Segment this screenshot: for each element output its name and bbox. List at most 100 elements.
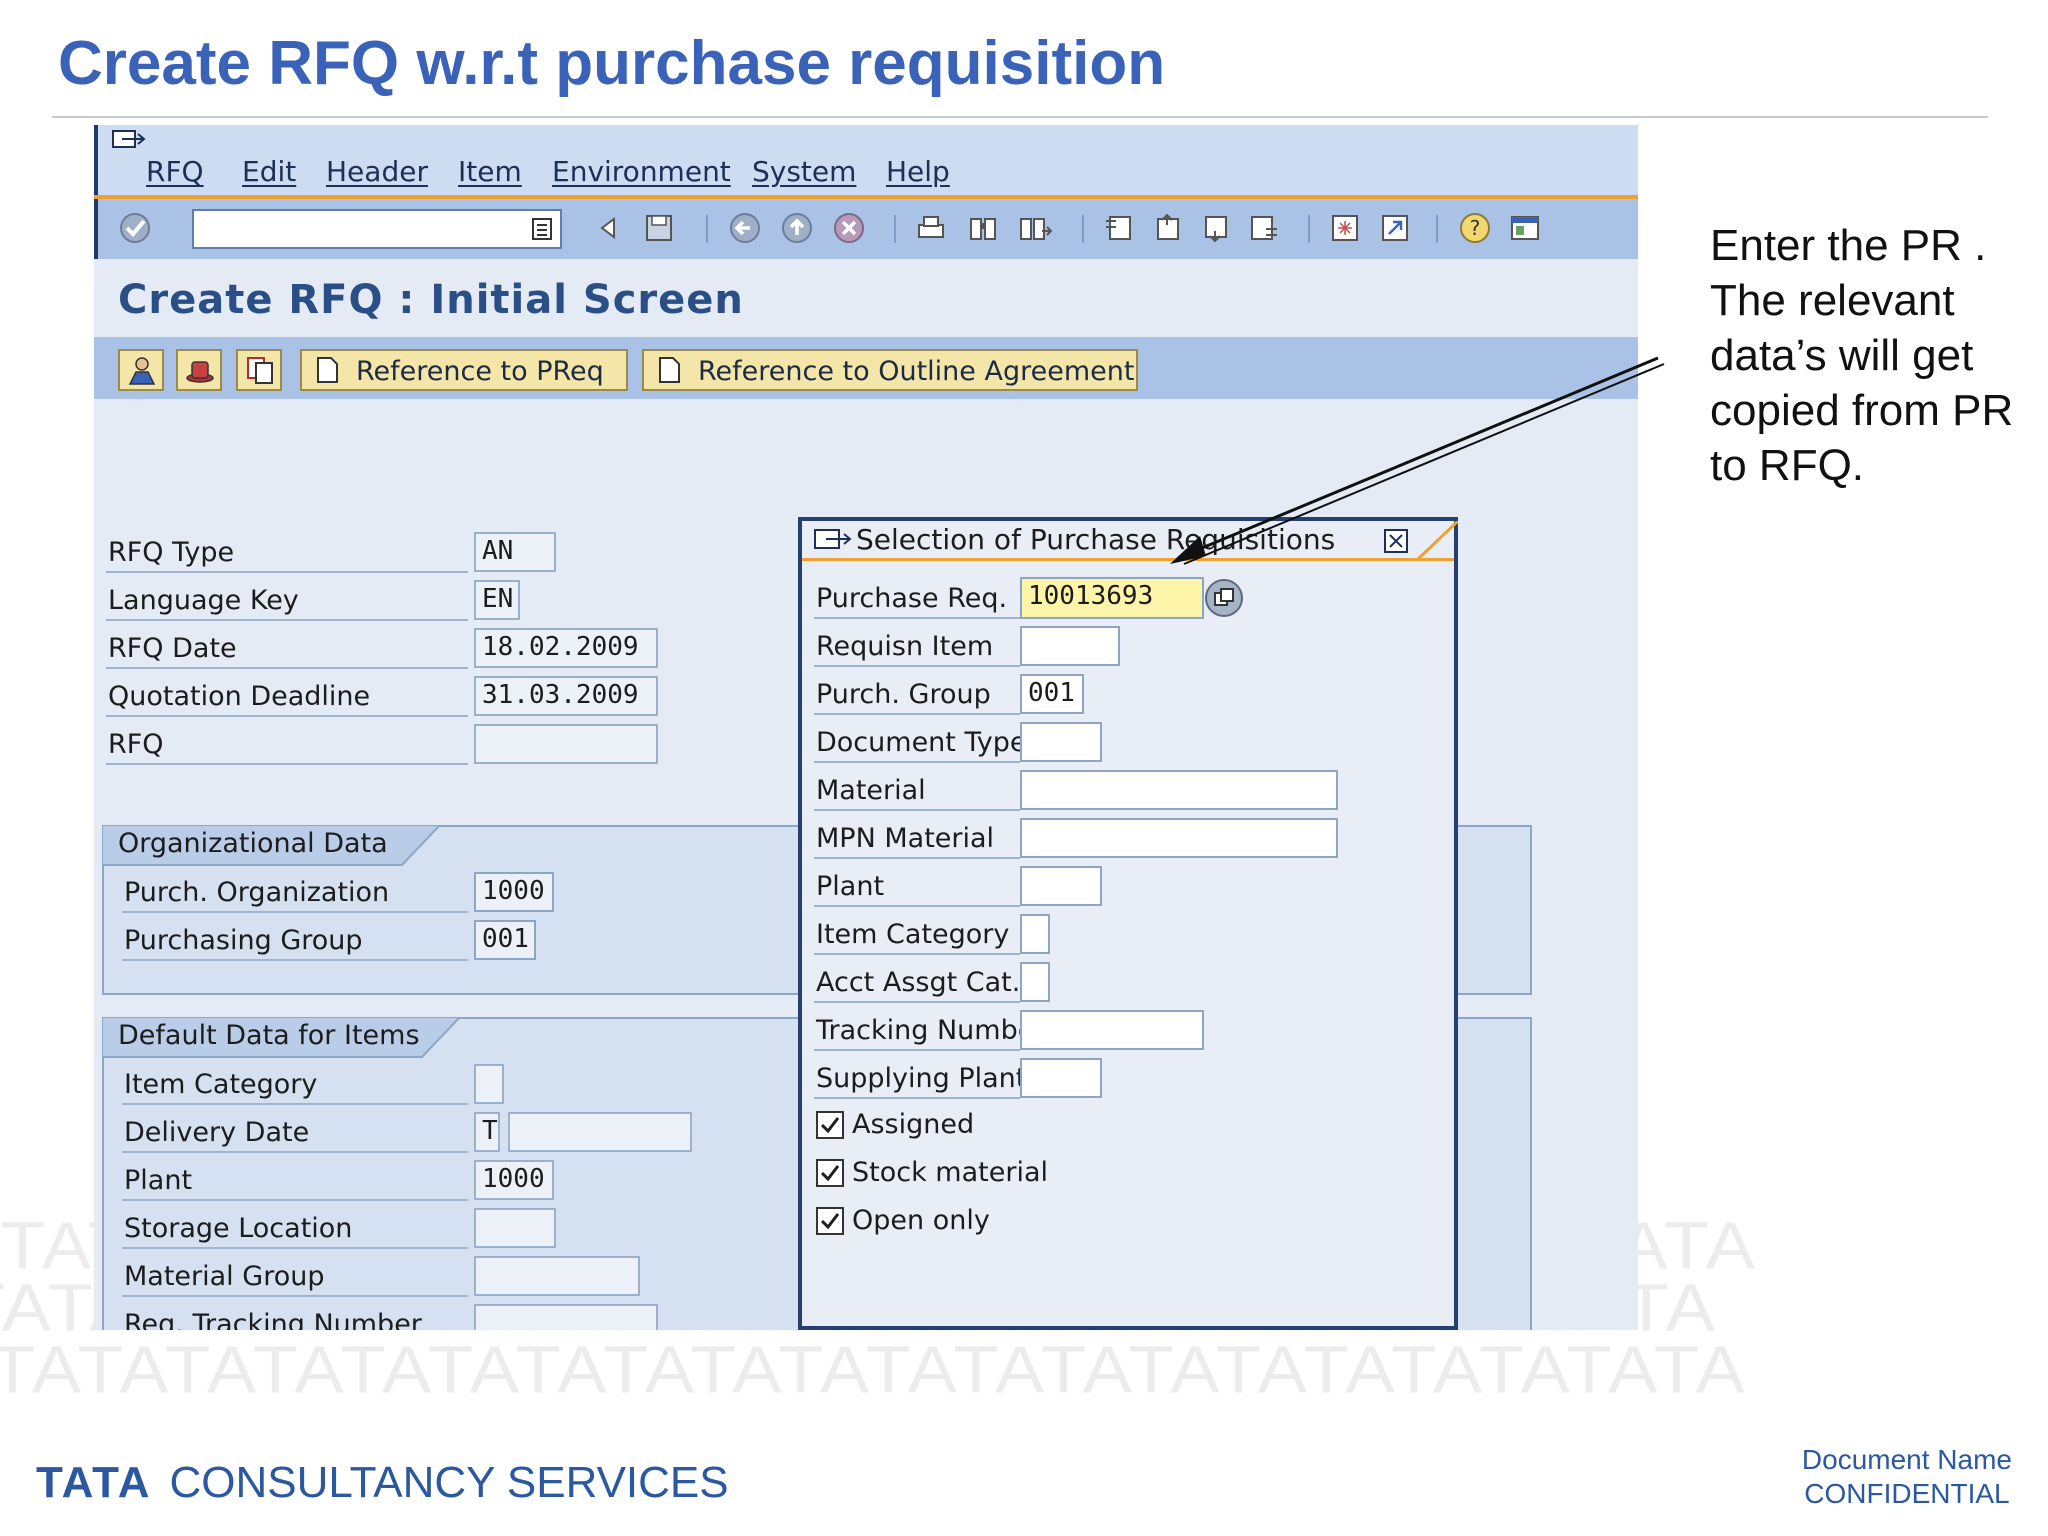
menu-item[interactable]: Item bbox=[458, 155, 522, 188]
menu-bar bbox=[94, 125, 1638, 195]
dialog-plant-label: Plant bbox=[816, 871, 885, 902]
print-icon[interactable] bbox=[914, 211, 948, 245]
back-icon[interactable] bbox=[592, 211, 626, 245]
plant-input[interactable]: 1000 bbox=[474, 1160, 554, 1200]
exit-icon[interactable] bbox=[780, 211, 814, 245]
save-icon[interactable] bbox=[642, 211, 676, 245]
toolbar-separator bbox=[1082, 215, 1084, 243]
copy-button[interactable] bbox=[236, 349, 282, 391]
label-underline bbox=[814, 713, 1020, 715]
rfq-type-input[interactable]: AN bbox=[474, 532, 556, 572]
menu-system[interactable]: System bbox=[752, 155, 857, 188]
menu-header[interactable]: Header bbox=[326, 155, 428, 188]
assigned-checkbox[interactable] bbox=[816, 1111, 844, 1139]
close-icon[interactable] bbox=[1384, 529, 1408, 553]
layout-menu-icon[interactable] bbox=[1508, 211, 1542, 245]
document-type-input[interactable] bbox=[1020, 722, 1102, 762]
window-menu-icon[interactable] bbox=[112, 129, 146, 151]
note-line: copied from PR bbox=[1710, 386, 2014, 435]
item-category-input[interactable] bbox=[474, 1064, 504, 1104]
dialog-plant-input[interactable] bbox=[1020, 866, 1102, 906]
screen-title: Create RFQ : Initial Screen bbox=[118, 277, 744, 323]
requisn-item-input[interactable] bbox=[1020, 626, 1120, 666]
menu-environment[interactable]: Environment bbox=[552, 155, 731, 188]
back-nav-icon[interactable] bbox=[728, 211, 762, 245]
delivery-date-input[interactable] bbox=[508, 1112, 692, 1152]
menu-edit[interactable]: Edit bbox=[242, 155, 297, 188]
reference-to-outline-agreement-label: Reference to Outline Agreement bbox=[698, 356, 1135, 387]
label-underline bbox=[814, 809, 1020, 811]
label-underline bbox=[814, 1097, 1020, 1099]
label-underline bbox=[814, 1001, 1020, 1003]
supplying-plant-label: Supplying Plant bbox=[816, 1063, 1027, 1094]
logo-text: CONSULTANCY SERVICES bbox=[169, 1458, 729, 1507]
checkmark-icon bbox=[820, 1165, 840, 1182]
delivery-date-type-input[interactable]: T bbox=[474, 1112, 500, 1152]
label-underline bbox=[814, 617, 1020, 619]
enter-check-icon[interactable] bbox=[118, 211, 152, 245]
vendor-button[interactable] bbox=[118, 349, 164, 391]
new-session-icon[interactable] bbox=[1328, 211, 1362, 245]
dialog-item-category-input[interactable] bbox=[1020, 914, 1050, 954]
next-page-icon[interactable] bbox=[1198, 211, 1232, 245]
annotation-arrow bbox=[1170, 356, 1665, 565]
menu-help[interactable]: Help bbox=[886, 155, 950, 188]
purch-organization-input[interactable]: 1000 bbox=[474, 872, 554, 912]
toolbar-separator bbox=[894, 215, 896, 243]
reference-to-preq-button[interactable]: Reference to PReq bbox=[300, 349, 628, 391]
find-next-icon[interactable] bbox=[1018, 211, 1052, 245]
shortcut-icon[interactable] bbox=[1378, 211, 1412, 245]
req-tracking-number-input[interactable] bbox=[474, 1304, 658, 1330]
rfq-date-label: RFQ Date bbox=[108, 633, 237, 664]
storage-location-input[interactable] bbox=[474, 1208, 556, 1248]
purch-group-input[interactable]: 001 bbox=[1020, 674, 1084, 714]
quotation-deadline-label: Quotation Deadline bbox=[108, 681, 371, 712]
help-icon[interactable]: ? bbox=[1458, 211, 1492, 245]
acct-assgt-cat-label: Acct Assgt Cat. bbox=[816, 967, 1021, 998]
prev-page-icon[interactable] bbox=[1150, 211, 1184, 245]
note-line: to RFQ. bbox=[1710, 441, 1865, 490]
label-underline bbox=[122, 1151, 468, 1153]
mpn-material-label: MPN Material bbox=[816, 823, 995, 854]
last-page-icon[interactable] bbox=[1246, 211, 1280, 245]
acct-assgt-cat-input[interactable] bbox=[1020, 962, 1050, 1002]
command-dropdown-icon[interactable] bbox=[528, 215, 556, 243]
note-line: data’s will get bbox=[1710, 331, 1974, 380]
reference-to-outline-agreement-button[interactable]: Reference to Outline Agreement bbox=[642, 349, 1138, 391]
delivery-date-label: Delivery Date bbox=[124, 1117, 310, 1148]
callout-note: Enter the PR . The relevant data’s will … bbox=[1710, 218, 2013, 493]
cancel-icon[interactable] bbox=[832, 211, 866, 245]
label-underline bbox=[106, 667, 468, 669]
material-group-input[interactable] bbox=[474, 1256, 640, 1296]
search-help-icon[interactable] bbox=[1204, 577, 1246, 619]
label-underline bbox=[122, 1247, 468, 1249]
rfq-date-input[interactable]: 18.02.2009 bbox=[474, 628, 658, 668]
quotation-deadline-input[interactable]: 31.03.2009 bbox=[474, 676, 658, 716]
rfq-number-input[interactable] bbox=[474, 724, 658, 764]
open-only-checkbox[interactable] bbox=[816, 1207, 844, 1235]
language-key-input[interactable]: EN bbox=[474, 580, 520, 620]
material-group-label: Material Group bbox=[124, 1261, 325, 1292]
find-icon[interactable] bbox=[966, 211, 1000, 245]
watermark-row-3: TATATATATATATATATATATATATATATATATATATATA bbox=[0, 1332, 1747, 1407]
purchase-req-input[interactable]: 10013693 bbox=[1020, 577, 1204, 619]
label-underline bbox=[106, 715, 468, 717]
hat-icon bbox=[186, 361, 214, 383]
purchasing-group-input[interactable]: 001 bbox=[474, 920, 536, 960]
tracking-number-input[interactable] bbox=[1020, 1010, 1204, 1050]
footer-info: Document Name CONFIDENTIAL bbox=[1802, 1443, 2012, 1511]
dialog-window-icon[interactable] bbox=[814, 527, 854, 553]
rfq-type-label: RFQ Type bbox=[108, 537, 235, 568]
menu-rfq[interactable]: RFQ bbox=[146, 155, 204, 188]
stock-material-checkbox[interactable] bbox=[816, 1159, 844, 1187]
label-underline bbox=[814, 761, 1020, 763]
material-input[interactable] bbox=[1020, 770, 1338, 810]
first-page-icon[interactable] bbox=[1102, 211, 1136, 245]
supplying-plant-input[interactable] bbox=[1020, 1058, 1102, 1098]
mpn-material-input[interactable] bbox=[1020, 818, 1338, 858]
assigned-label: Assigned bbox=[852, 1109, 975, 1140]
label-underline bbox=[814, 1049, 1020, 1051]
hat-button[interactable] bbox=[176, 349, 222, 391]
label-underline bbox=[122, 959, 468, 961]
command-field[interactable] bbox=[192, 209, 562, 249]
